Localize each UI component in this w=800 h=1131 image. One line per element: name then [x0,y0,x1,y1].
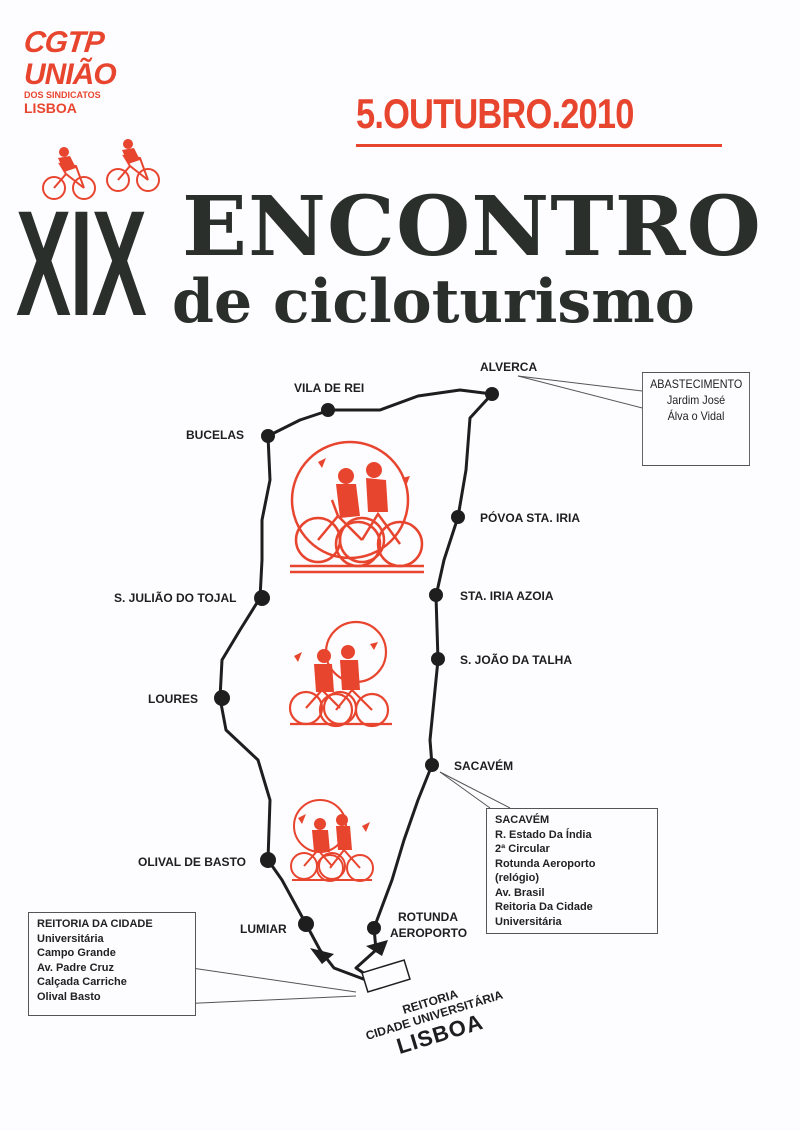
route-step: (relógio) [495,872,539,885]
stop-label-sta-iria-azoia: STA. IRIA AZOIA [460,589,554,603]
stop-marker-s-joao-talha [431,652,445,666]
stop-marker-s-juliao [254,590,270,606]
route-step: Calçada Carriche [37,976,127,989]
abastecimento-title: ABASTECIMENTO [650,377,743,391]
reitoria-route-box: REITORIA DA CIDADE Universitária Campo G… [28,912,196,1016]
route-step: Av. Padre Cruz [37,961,115,974]
stop-marker-rotunda [367,921,381,935]
stop-label-s-joao-talha: S. JOÃO DA TALHA [460,653,573,667]
route-step: Olival Basto [37,990,101,1003]
route-step: Campo Grande [37,947,116,960]
stop-marker-lumiar [298,916,314,932]
date-underline [356,144,722,147]
abastecimento-box: ABASTECIMENTO Jardim José Álva o Vidal [642,372,750,466]
arrow-icon [310,948,334,964]
stop-label-bucelas: BUCELAS [186,428,245,442]
cgtp-logo: CGTP UNIÃO DOS SINDICATOS LISBOA [22,26,117,116]
stop-label-lumiar: LUMIAR [240,922,287,936]
cyclist-figures-small [298,814,370,852]
stop-label-aeroporto: AEROPORTO [390,926,468,940]
cyclists-illustration-small [290,799,374,882]
stop-label-loures: LOURES [148,692,199,706]
stop-label-alverca: ALVERCA [480,360,538,374]
stop-marker-sacavem [425,758,439,772]
stop-label-olival: OLIVAL DE BASTO [138,855,247,869]
stop-label-vila-de-rei: VILA DE REI [294,381,365,395]
stop-marker-povoa [451,510,465,524]
stop-marker-alverca [485,387,499,401]
logo-line-uniao: UNIÃO [24,58,117,91]
sacavem-route-box: SACAVÉM R. Estado Da Índia 2ª Circular R… [486,808,658,934]
sacavem-callout [439,771,511,809]
cyclist-figures-medium [294,642,378,692]
edition-numeral: XIX [16,179,147,347]
route-step: Reitoria Da Cidade [495,901,593,914]
stop-marker-loures [214,690,230,706]
cyclists-logo-icon [42,139,160,200]
cyclist-figures-large [318,458,410,518]
abastecimento-callout-2 [517,375,651,393]
stop-label-povoa: PÓVOA STA. IRIA [480,511,581,525]
stop-marker-bucelas [261,429,275,443]
stop-label-s-juliao: S. JULIÃO DO TOJAL [114,591,237,605]
abastecimento-line: Álva o Vidal [667,408,725,423]
logo-line-lisboa: LISBOA [24,100,77,116]
cyclists-illustration-large [290,440,424,574]
sacavem-callout-2 [439,771,491,809]
stop-marker-vila-de-rei [321,403,335,417]
reitoria-callout-2 [177,995,357,1005]
stop-marker-olival [260,852,276,868]
arrow-icon [366,940,388,956]
route-step: REITORIA DA CIDADE [37,918,153,930]
route-step: SACAVÉM [495,814,550,826]
reitoria-callout [177,965,357,993]
route-step: Rotunda Aeroporto [495,857,596,870]
route-step: Universitária [495,915,562,928]
event-date: 5.OUTUBRO.2010 [356,90,634,137]
reitoria-building-icon [361,959,411,993]
route-step: R. Estado Da Índia [495,828,592,841]
route-step: Universitária [37,932,104,945]
route-step: 2ª Circular [495,843,550,856]
stop-label-sacavem: SACAVÉM [454,759,514,773]
abastecimento-line: Jardim José [666,392,726,407]
stop-marker-sta-iria-azoia [429,588,443,602]
title-subtitle: de cicloturismo [172,267,695,337]
abastecimento-callout [517,375,651,411]
route-line [218,388,494,982]
stop-label-rotunda: ROTUNDA [398,910,458,924]
route-step: Av. Brasil [495,886,545,899]
title-main: ENCONTRO [182,179,763,275]
logo-line-sindicatos: DOS SINDICATOS [24,90,101,100]
